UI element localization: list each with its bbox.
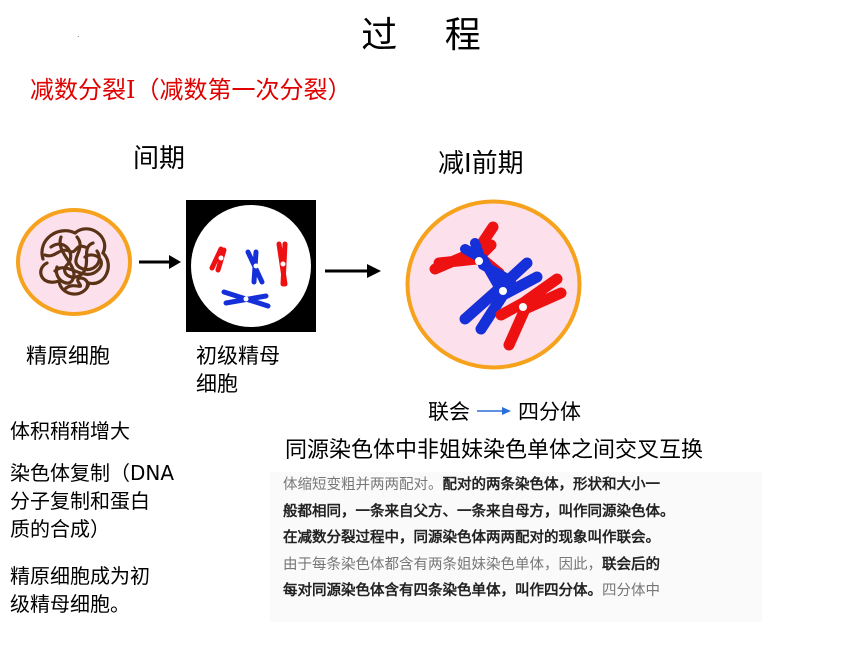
chromatin-tangle xyxy=(39,227,110,296)
stage-label-interphase: 间期 xyxy=(133,144,186,174)
tetrads xyxy=(429,221,567,351)
note-becomes-line1: 精原细胞成为初 xyxy=(10,564,150,588)
note-volume: 体积稍稍增大 xyxy=(10,419,130,443)
arrow-to-prophase-i xyxy=(325,264,381,278)
note-replication-line1: 染色体复制（DNA xyxy=(10,461,175,485)
note-replication-line2: 分子复制和蛋白 xyxy=(10,489,150,513)
textbook-line-3: 在减数分裂过程中，同源染色体两两配对的现象叫作联会。 xyxy=(283,530,660,546)
replicated-chromosomes xyxy=(209,241,288,309)
caption-primary-line2: 细胞 xyxy=(196,372,238,396)
note-becomes-line2: 级精母细胞。 xyxy=(10,592,130,616)
spermatogonium-membrane xyxy=(16,208,132,316)
stage-label-prophase-i: 减Ⅰ前期 xyxy=(438,149,524,179)
spermatogonium-cell-illustration xyxy=(16,208,132,316)
slide-subtitle: 减数分裂I（减数第一次分裂） xyxy=(30,76,352,104)
textbook-excerpt: 体缩短变粗并两两配对。配对的两条染色体，形状和大小一 般都相同，一条来自父方、一… xyxy=(270,472,762,622)
textbook-line-1: 体缩短变粗并两两配对。配对的两条染色体，形状和大小一 xyxy=(283,477,660,493)
textbook-line-4: 由于每条染色体都含有两条姐妹染色单体，因此，联会后的 xyxy=(283,556,660,573)
synapsis-label: 联会 xyxy=(428,400,470,424)
note-replication: 染色体复制（DNA 分子复制和蛋白 质的合成） xyxy=(10,459,200,543)
slide-title: 过 程 xyxy=(361,15,499,56)
crossing-over-statement: 同源染色体中非姐妹染色单体之间交叉互换 xyxy=(285,438,704,463)
caption-spermatogonium: 精原细胞 xyxy=(26,344,110,368)
caption-primary-spermatocyte: 初级精母 细胞 xyxy=(196,342,280,398)
primary-spermatocyte-membrane xyxy=(191,205,311,327)
primary-spermatocyte-illustration xyxy=(186,200,316,332)
prophase-i-cell-illustration xyxy=(405,199,582,370)
thin-arrow-icon xyxy=(477,407,511,415)
textbook-line-5: 每对同源染色体含有四条染色单体，叫作四分体。四分体中 xyxy=(283,583,660,599)
arrow-to-primary-spermatocyte xyxy=(139,255,181,269)
synapsis-to-tetrad: 联会 四分体 xyxy=(428,396,581,426)
title-dot: . xyxy=(77,30,80,39)
caption-primary-line1: 初级精母 xyxy=(196,344,280,368)
note-replication-line3: 质的合成） xyxy=(10,517,110,541)
tetrad-label: 四分体 xyxy=(518,400,581,424)
textbook-line-2: 般都相同，一条来自父方、一条来自母方，叫作同源染色体。 xyxy=(283,503,675,520)
note-becomes-primary: 精原细胞成为初 级精母细胞。 xyxy=(10,562,200,618)
